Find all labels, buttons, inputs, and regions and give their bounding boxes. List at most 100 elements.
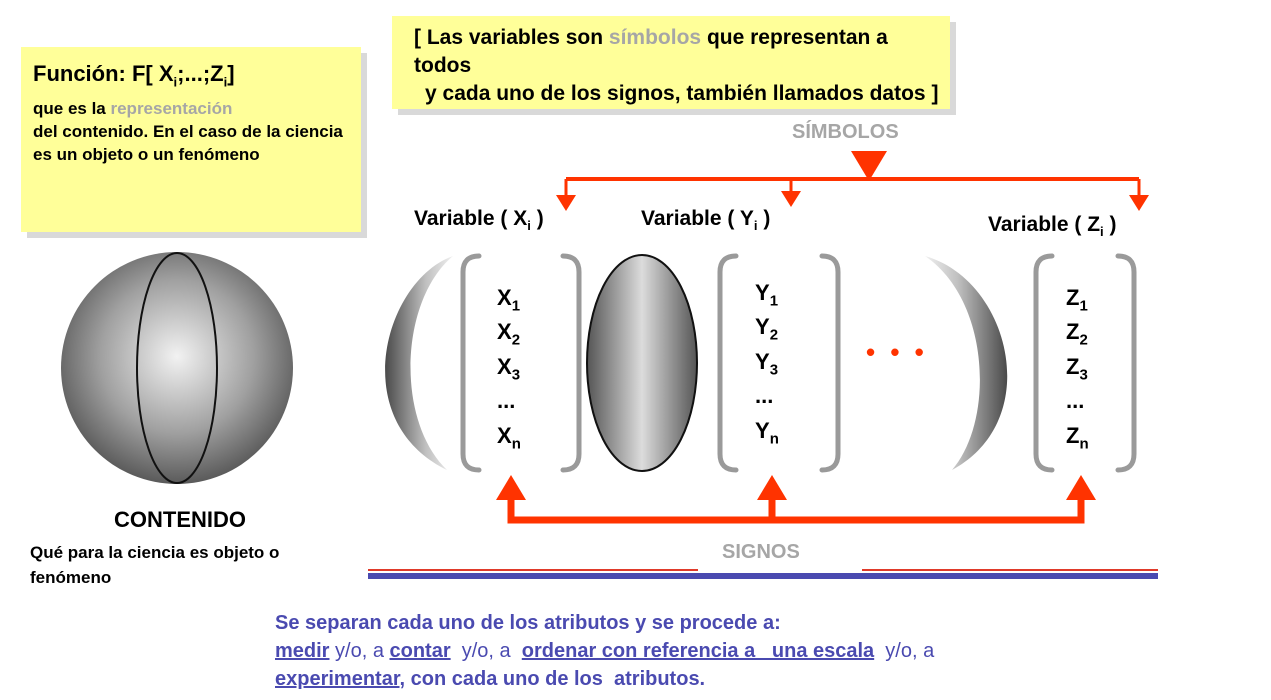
x-item-base: X: [497, 353, 512, 379]
z-item-sub: n: [1079, 434, 1089, 452]
connector-text: y/o, a: [450, 640, 522, 662]
y-item: Y2: [755, 314, 779, 348]
definition-text-a: [ Las variables son: [414, 26, 609, 49]
x-item-sub: 1: [511, 297, 521, 315]
variable-x-label-text: Variable (: [414, 207, 514, 230]
variable-z-sub: i: [1100, 224, 1104, 240]
definition-text-b: que representan a todos: [414, 26, 888, 77]
x-item-base: X: [497, 422, 512, 448]
z-item: Z1: [1066, 285, 1089, 319]
z-item-sub: 2: [1079, 331, 1088, 349]
variable-z-name: Z: [1087, 213, 1101, 236]
y-item-sub: 1: [769, 292, 779, 310]
separator-lines: [368, 569, 1158, 579]
funcion-title-mid: ;...;Z: [177, 61, 224, 86]
z-item-base: Z: [1066, 285, 1080, 310]
procedure-line-2: medir y/o, a contar y/o, a ordenar con r…: [275, 637, 1265, 665]
variable-x-close: ): [530, 207, 544, 230]
x-item: Xn: [497, 423, 521, 457]
z-item: Z3: [1066, 354, 1089, 388]
y-item-sub: n: [769, 429, 779, 447]
y-item-base: ...: [755, 383, 774, 409]
y-item-base: Y: [755, 314, 770, 340]
experimentar-term: experimentar,: [275, 668, 406, 690]
definition-line-2: y cada uno de los signos, también llamad…: [425, 82, 939, 105]
x-item: X1: [497, 285, 521, 319]
y-item-base: Y: [755, 417, 770, 443]
procedure-line-1: Se separan cada uno de los atributos y s…: [275, 612, 781, 634]
variable-y-label-text: Variable (: [641, 207, 740, 230]
funcion-title-sub2: i: [223, 74, 228, 90]
y-item: Y1: [755, 280, 779, 314]
content-sphere: [61, 252, 293, 484]
funcion-description: que es la representación del contenido. …: [33, 97, 363, 166]
z-item-base: ...: [1066, 388, 1085, 414]
connector-text: y/o, a: [874, 640, 935, 662]
representacion-highlight: representación: [110, 99, 233, 118]
x-item-base: X: [497, 285, 512, 310]
z-item-base: Z: [1066, 353, 1080, 379]
x-item-sub: 3: [511, 366, 521, 384]
x-item: ...: [497, 388, 521, 422]
variables-definition-box: [ Las variables son símbolos que represe…: [392, 16, 950, 109]
z-item-base: Z: [1066, 422, 1080, 448]
x-item-sub: n: [511, 434, 521, 452]
x-item-sub: 2: [511, 331, 521, 349]
x-symbol-list: X1 X2 X3 ... Xn: [497, 285, 521, 457]
medir-term: medir: [275, 640, 330, 662]
simbolos-highlight: símbolos: [608, 26, 702, 49]
funcion-box: Función: F[ Xi;...;Zi] que es la represe…: [21, 47, 361, 232]
variable-x-name: X: [513, 207, 528, 230]
signos-label: SIGNOS: [722, 541, 800, 563]
variable-brackets: [460, 253, 1137, 473]
x-item: X2: [497, 319, 521, 353]
middle-oval-shape: [586, 254, 698, 472]
variable-y-name: Y: [739, 207, 754, 230]
x-item: X3: [497, 354, 521, 388]
z-item: Zn: [1066, 423, 1089, 457]
funcion-desc-b: del contenido. En el caso de la ciencia …: [33, 122, 343, 164]
z-item: Z2: [1066, 319, 1089, 353]
procedure-line-3: experimentar, con cada uno de los atribu…: [275, 665, 1265, 693]
variable-x-label: Variable ( Xi ): [414, 207, 544, 233]
z-symbol-list: Z1 Z2 Z3 ... Zn: [1066, 285, 1089, 457]
z-item-sub: 3: [1079, 366, 1088, 384]
z-item-sub: 1: [1079, 297, 1088, 315]
contenido-caption: Qué para la ciencia es objeto o fenómeno: [30, 543, 280, 587]
variable-x-sub: i: [527, 218, 531, 234]
y-item-base: Y: [755, 280, 770, 305]
definition-line-1: [ Las variables son símbolos que represe…: [392, 24, 950, 80]
ordenar-term: ordenar con referencia a una escala: [521, 640, 875, 662]
variable-y-label: Variable ( Yi ): [641, 207, 770, 233]
x-item-base: ...: [497, 388, 516, 414]
ellipsis-dots: • • •: [866, 337, 928, 367]
funcion-title: Función: F[ Xi;...;Zi]: [33, 61, 235, 89]
left-crescent-shape: [385, 256, 453, 470]
variable-z-close: ): [1103, 213, 1117, 236]
variable-y-sub: i: [753, 218, 758, 234]
y-item-sub: 2: [769, 326, 779, 344]
right-crescent-shape: [925, 256, 1008, 470]
y-item: Yn: [755, 418, 779, 452]
procedure-line-3-rest: con cada uno de los atributos.: [405, 668, 706, 690]
simbolos-connector: [556, 151, 1149, 211]
simbolos-label: SÍMBOLOS: [792, 121, 899, 143]
y-item-sub: 3: [769, 361, 779, 379]
z-item: ...: [1066, 388, 1089, 422]
variable-z-label: Variable ( Zi ): [988, 213, 1117, 239]
y-item-base: Y: [755, 348, 770, 374]
procedure-text: Se separan cada uno de los atributos y s…: [275, 609, 1265, 693]
funcion-title-suffix: ]: [227, 61, 235, 86]
variable-z-label-text: Variable (: [988, 213, 1088, 236]
variable-y-close: ): [757, 207, 771, 230]
y-item: ...: [755, 383, 779, 417]
signos-connector: [496, 475, 1096, 524]
connector-text: y/o, a: [329, 640, 390, 662]
z-item-base: Z: [1066, 319, 1080, 345]
x-item-base: X: [497, 319, 512, 345]
funcion-desc-a: que es la: [33, 99, 111, 118]
y-symbol-list: Y1 Y2 Y3 ... Yn: [755, 280, 779, 452]
funcion-title-sub1: i: [173, 74, 178, 90]
y-item: Y3: [755, 349, 779, 383]
